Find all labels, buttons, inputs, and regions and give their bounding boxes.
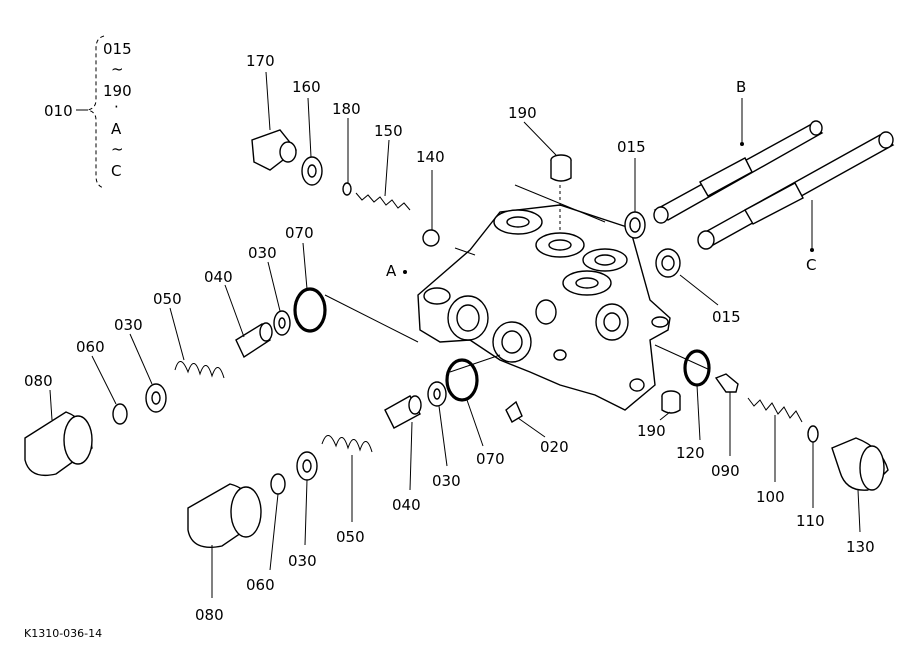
insert-190-bottom [661,390,681,414]
plug-170 [251,129,297,171]
spring-100 [747,397,803,423]
label-110: 110 [796,512,825,530]
label-120: 120 [676,444,705,462]
label-180: 180 [332,100,361,118]
label-190-top: 190 [508,104,537,122]
poppet-090 [714,373,739,393]
label-030-a: 030 [248,244,277,262]
label-170: 170 [246,52,275,70]
group-range-mid: 190 [103,82,132,100]
marker-c-leader [810,200,814,252]
label-070-left: 070 [285,224,314,242]
cap-080-b [187,483,262,548]
group-tilde-1: ~ [111,60,124,78]
marker-b: B [736,78,746,96]
label-080-b: 080 [195,606,224,624]
marker-b-leader [740,98,744,146]
plug-130 [831,437,889,491]
ring-180 [342,182,352,196]
group-range-c: C [111,162,121,180]
spring-050-b [321,435,373,453]
label-020: 020 [540,438,569,456]
label-060-b: 060 [246,576,275,594]
label-080-a: 080 [24,372,53,390]
spring-150 [355,192,411,211]
group-bracket: 015 ~ 190 · A ~ C 010 [44,35,132,189]
plug-020 [505,400,523,423]
insert-190-top [550,154,572,182]
ring-060-a [112,403,128,425]
marker-a-dot [403,270,407,274]
label-100: 100 [756,488,785,506]
group-range-a: A [111,120,122,138]
label-090: 090 [711,462,740,480]
cap-080-a [24,411,93,477]
label-050-b: 050 [336,528,365,546]
oring-070-left [293,287,327,333]
spool-c [697,131,895,250]
label-070-mid: 070 [476,450,505,468]
label-030-d: 030 [288,552,317,570]
valve-body [417,204,671,411]
label-160: 160 [292,78,321,96]
ring-060-b [270,473,286,495]
figure-code: K1310-036-14 [24,627,102,640]
label-040-a: 040 [204,268,233,286]
oring-070-mid [445,358,479,402]
group-range-top: 015 [103,40,132,58]
label-060-a: 060 [76,338,105,356]
part-labels: 170 160 180 150 140 190 015 015 070 030 … [24,52,875,624]
label-190-bottom: 190 [637,422,666,440]
marker-c: C [806,256,816,274]
ball-140 [422,229,440,247]
label-130: 130 [846,538,875,556]
label-015-bottom: 015 [712,308,741,326]
spring-050-a [174,361,225,379]
marker-a: A [386,262,397,280]
label-030-b: 030 [114,316,143,334]
leader-lines [49,71,861,598]
spool-b [653,120,824,224]
ring-110 [807,425,819,443]
sleeve-040-a [235,322,273,359]
label-050-a: 050 [153,290,182,308]
group-tilde-2: ~ [111,140,124,158]
label-140: 140 [416,148,445,166]
sleeve-040-b [384,395,422,429]
label-150: 150 [374,122,403,140]
group-main-label: 010 [44,102,73,120]
label-015-top: 015 [617,138,646,156]
label-040-b: 040 [392,496,421,514]
label-030-c: 030 [432,472,461,490]
group-dot: · [114,98,119,116]
